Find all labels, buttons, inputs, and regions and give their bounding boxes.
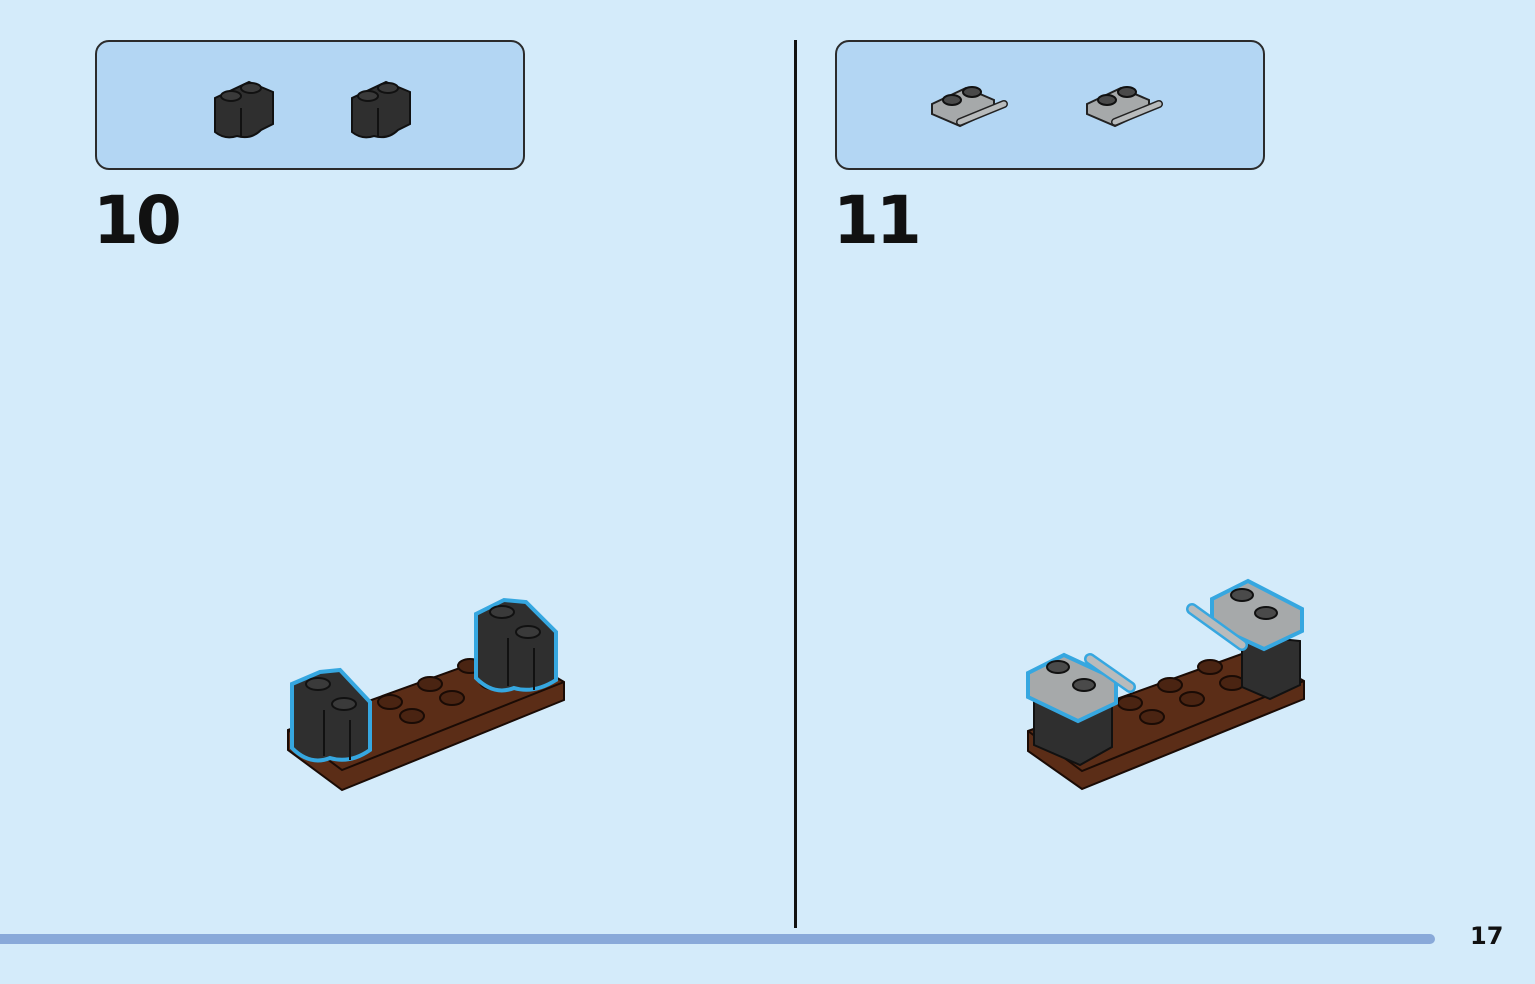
black-brick-1x2-modified-icon bbox=[351, 80, 411, 139]
parts-callout-step-10 bbox=[95, 40, 525, 170]
step-number-11: 11 bbox=[833, 182, 922, 259]
gray-plate-placed bbox=[1186, 578, 1304, 652]
parts-callout-step-11 bbox=[835, 40, 1265, 170]
black-brick-placed bbox=[474, 597, 558, 693]
bottom-progress-bar bbox=[0, 934, 1435, 944]
parts-callout-step-11-art bbox=[931, 86, 1163, 128]
page-divider bbox=[794, 40, 797, 928]
page-number: 17 bbox=[1470, 922, 1504, 950]
parts-callout-step-10-art bbox=[214, 80, 411, 139]
gray-plate-handle-icon bbox=[931, 86, 1008, 128]
step-11-build-illustration bbox=[1026, 578, 1305, 791]
gray-plate-placed bbox=[1026, 652, 1136, 724]
gray-plate-handle-icon bbox=[1086, 86, 1163, 128]
step-number-10: 10 bbox=[93, 182, 182, 259]
black-brick-under-right bbox=[1241, 633, 1301, 701]
black-brick-placed bbox=[290, 667, 372, 763]
step-10-build-illustration bbox=[287, 597, 565, 792]
black-brick-1x2-modified-icon bbox=[214, 80, 274, 139]
